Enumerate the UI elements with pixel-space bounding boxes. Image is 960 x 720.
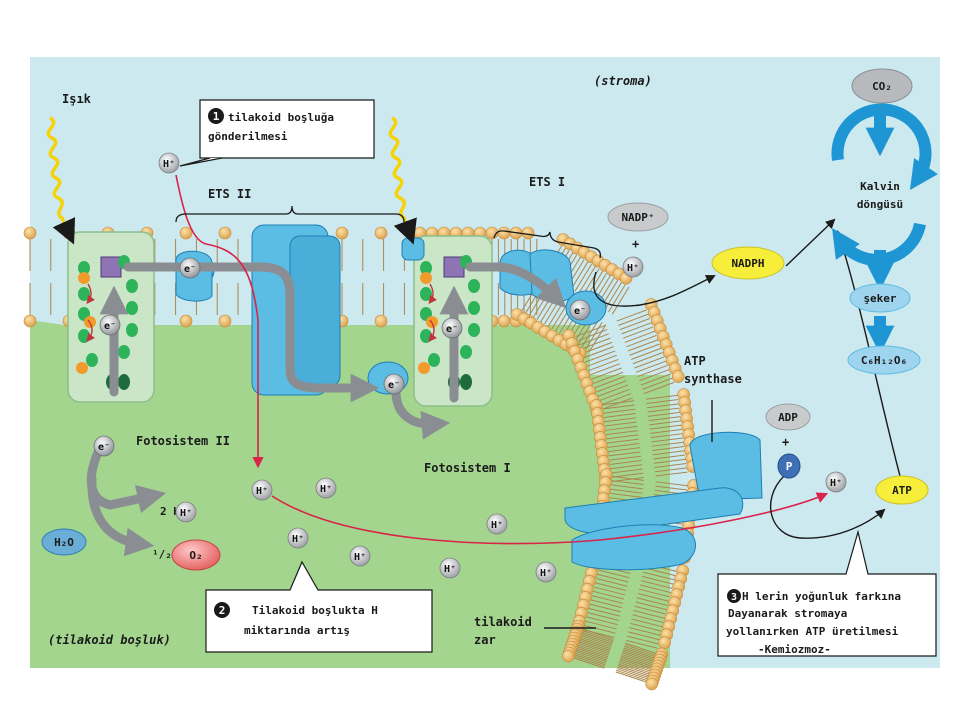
svg-text:NADPH: NADPH [731, 257, 764, 270]
sugar-badge: şeker [849, 283, 911, 313]
calvin-cycle [831, 103, 938, 355]
light-label: Işık [62, 92, 92, 106]
lumen-label: (tilakoid boşluk) [48, 633, 171, 647]
callout-3-line-3: yollanırken ATP üretilmesi [726, 625, 899, 638]
h-ion: H⁺ [622, 256, 644, 278]
svg-text:ADP: ADP [778, 411, 798, 424]
stroma-label: (stroma) [594, 74, 652, 88]
nadph-badge: NADPH [711, 246, 785, 280]
callout-1-line-1: tilakoid boşluğa [228, 111, 334, 124]
h-ion: H⁺ [349, 545, 371, 567]
h-ion: H⁺ [439, 557, 461, 579]
electrons: e⁻ e⁻ e⁻ e⁻ e⁻ e⁻ [93, 257, 591, 457]
svg-text:H⁺: H⁺ [491, 520, 503, 531]
ets-braces [175, 205, 602, 259]
adp-plus: + [782, 435, 789, 449]
electron: e⁻ [441, 317, 463, 339]
thylakoid-membrane [23, 226, 700, 691]
svg-text:H⁺: H⁺ [540, 568, 552, 579]
calvin-label-2: döngüsü [857, 198, 903, 211]
svg-text:e⁻: e⁻ [98, 442, 110, 453]
electron: e⁻ [99, 314, 121, 336]
svg-text:CO₂: CO₂ [872, 80, 892, 93]
electron: e⁻ [569, 299, 591, 321]
callout-3-line-4: -Kemiozmoz- [758, 643, 831, 656]
h-ion: H⁺ [825, 471, 847, 493]
reaction-center-p680 [100, 256, 122, 278]
co2-badge: CO₂ [851, 68, 913, 104]
atp-synthase-label-1: ATP [684, 354, 706, 368]
svg-text:ATP: ATP [892, 484, 912, 497]
ps1-pigments [418, 255, 480, 390]
svg-text:H₂O: H₂O [54, 536, 74, 549]
electron: e⁻ [179, 257, 201, 279]
svg-text:e⁻: e⁻ [184, 264, 196, 275]
callout-2-line-2: miktarında artış [244, 624, 350, 637]
svg-text:H⁺: H⁺ [444, 564, 456, 575]
ets1-label: ETS I [529, 175, 565, 189]
h-ion: H⁺ [175, 501, 197, 523]
adp-badge: ADP [765, 403, 811, 431]
glucose-badge: C₆H₁₂O₆ [847, 345, 921, 375]
h-ion: H⁺ [287, 527, 309, 549]
svg-text:H⁺: H⁺ [354, 552, 366, 563]
h-ion: H⁺ [486, 513, 508, 535]
atp-synthase-label-2: synthase [684, 372, 742, 386]
atp-badge: ATP [875, 475, 929, 505]
h-ion: H⁺ [315, 477, 337, 499]
svg-text:P: P [786, 460, 793, 473]
svg-text:H⁺: H⁺ [627, 263, 639, 274]
callout-3: 3 H lerin yoğunluk farkına Dayanarak str… [717, 529, 937, 657]
callout-1-line-2: gönderilmesi [208, 130, 288, 143]
svg-text:H⁺: H⁺ [320, 484, 332, 495]
callout-3-line-1: H lerin yoğunluk farkına [742, 590, 901, 603]
half-o2-label: ¹/₂ [152, 548, 172, 561]
svg-text:H⁺: H⁺ [180, 508, 192, 519]
svg-text:e⁻: e⁻ [104, 321, 116, 332]
svg-text:NADP⁺: NADP⁺ [621, 211, 654, 224]
h-ion: H⁺ [158, 152, 180, 174]
callout-2-number: 2 [219, 604, 226, 617]
nadp-plus: + [632, 237, 639, 251]
thylakoid-membrane-label-1: tilakoid [474, 615, 532, 629]
ps2-pigments [76, 255, 138, 390]
ets2-label: ETS II [208, 187, 251, 201]
callout-3-line-2: Dayanarak stromaya [728, 607, 847, 620]
ps2-label: Fotosistem II [136, 434, 230, 448]
svg-text:H⁺: H⁺ [292, 534, 304, 545]
nadp-badge: NADP⁺ [607, 202, 669, 232]
svg-text:H⁺: H⁺ [830, 478, 842, 489]
svg-text:şeker: şeker [863, 292, 896, 305]
electron: e⁻ [383, 373, 405, 395]
atp-synthase [564, 431, 763, 571]
callout-1: 1 tilakoid boşluğa gönderilmesi [179, 99, 375, 167]
h-ion: H⁺ [251, 479, 273, 501]
o2-badge: O₂ [171, 539, 221, 571]
atp-synthase-rotor [571, 524, 696, 571]
water-badge: H₂O [41, 528, 87, 556]
svg-text:e⁻: e⁻ [388, 380, 400, 391]
h-ion: H⁺ [535, 561, 557, 583]
svg-text:H⁺: H⁺ [163, 159, 175, 170]
callout-3-number: 3 [731, 592, 737, 603]
svg-text:e⁻: e⁻ [574, 306, 586, 317]
callout-2-line-1: Tilakoid boşlukta H [252, 604, 378, 617]
thylakoid-membrane-label-2: zar [474, 633, 496, 647]
phosphate-badge: P [777, 453, 801, 479]
electron-pathway [86, 262, 567, 557]
svg-text:C₆H₁₂O₆: C₆H₁₂O₆ [861, 354, 907, 367]
svg-text:O₂: O₂ [189, 549, 202, 562]
ps1-label: Fotosistem I [424, 461, 511, 475]
callout-2: 2 Tilakoid boşlukta H miktarında artış [205, 560, 433, 653]
callout-1-number: 1 [213, 110, 220, 123]
svg-text:H⁺: H⁺ [256, 486, 268, 497]
electron: e⁻ [93, 435, 115, 457]
svg-text:e⁻: e⁻ [446, 324, 458, 335]
calvin-label-1: Kalvin [860, 180, 900, 193]
light-rays [46, 116, 417, 245]
proton-ions: H⁺ H⁺ H⁺ H⁺ H⁺ H⁺ H⁺ H⁺ H⁺ H⁺ H⁺ [158, 152, 847, 583]
